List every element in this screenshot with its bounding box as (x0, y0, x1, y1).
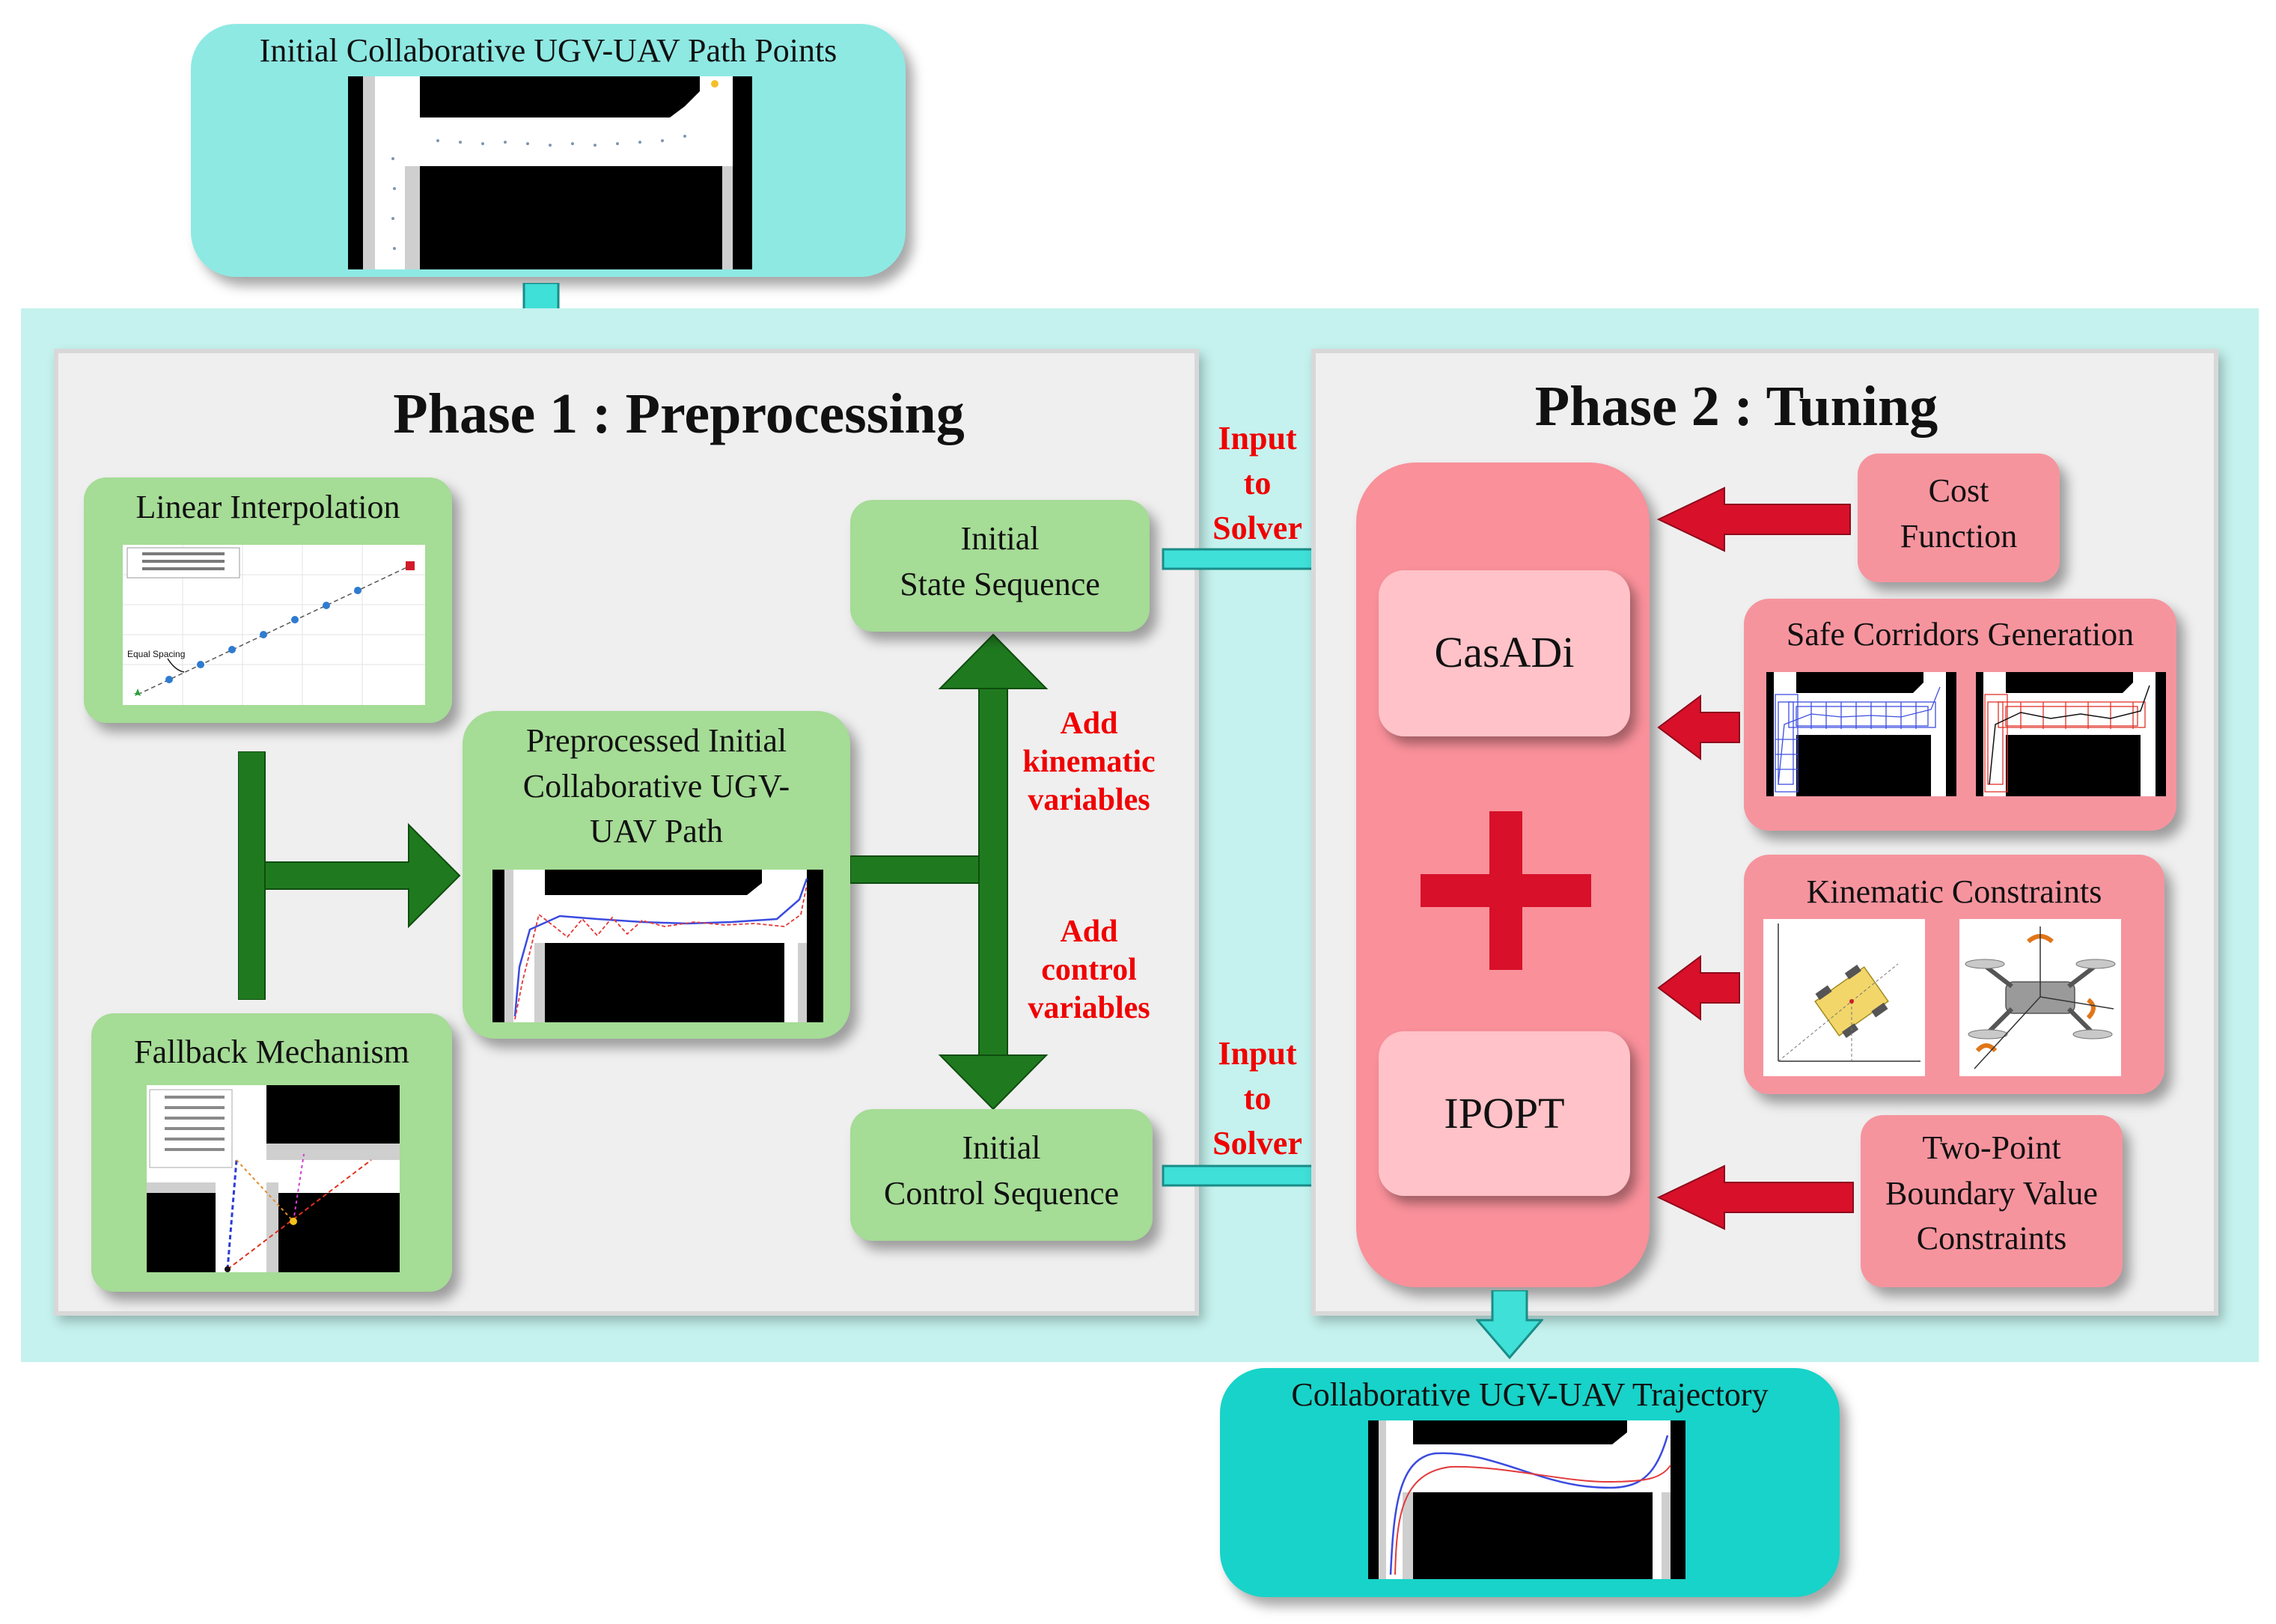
initial-state-sequence-box: Initial State Sequence (850, 500, 1150, 632)
arrow-corridors-to-solver (1657, 695, 1740, 760)
arrow-cost-to-solver (1656, 486, 1851, 552)
trajectory-output-title: Collaborative UGV-UAV Trajectory (1291, 1376, 1769, 1413)
safe-corridors-box: Safe Corridors Generation (1744, 599, 2176, 831)
phase2-title: Phase 2 : Tuning (1534, 375, 1938, 438)
kinematic-constraints-box: Kinematic Constraints (1744, 855, 2164, 1094)
safe-corridors-blue-plot (1766, 672, 1956, 796)
add-kinematic-variables-note: Add kinematic variables (1022, 706, 1156, 818)
linear-interpolation-plot: Equal Spacing (123, 545, 425, 705)
initial-control-sequence-label: Initial Control Sequence (883, 1129, 1120, 1212)
casadi-label: CasADi (1434, 628, 1575, 677)
initial-path-points-title: Initial Collaborative UGV-UAV Path Point… (259, 32, 838, 69)
ipopt-box: IPOPT (1379, 1031, 1630, 1196)
cost-function-label: Cost Function (1900, 472, 2018, 555)
input-to-solver-bottom: Input to Solver (1212, 1035, 1302, 1161)
initial-state-sequence-label: Initial State Sequence (900, 520, 1100, 602)
safe-corridors-red-plot (1976, 672, 2166, 796)
arrow-kinematic-to-solver (1657, 955, 1740, 1021)
trajectory-output-plot (1368, 1420, 1685, 1579)
equal-spacing-label: Equal Spacing (127, 649, 185, 659)
ugv-kinematics-diagram (1763, 919, 1925, 1076)
arrow-solver-to-output (1476, 1290, 1543, 1359)
fallback-mechanism-plot (147, 1085, 400, 1272)
plus-icon (1421, 811, 1591, 970)
ipopt-label: IPOPT (1444, 1089, 1565, 1138)
uav-kinematics-diagram (1959, 919, 2121, 1076)
cost-function-box: Cost Function (1858, 454, 2060, 582)
initial-path-points-box: Initial Collaborative UGV-UAV Path Point… (191, 24, 906, 277)
branch-arrows (850, 633, 1049, 1111)
input-to-solver-top: Input to Solver (1212, 420, 1302, 546)
fallback-mechanism-box: Fallback Mechanism (91, 1013, 452, 1292)
trajectory-output-box: Collaborative UGV-UAV Trajectory (1220, 1368, 1840, 1597)
initial-path-points-map (348, 76, 752, 269)
fallback-mechanism-title: Fallback Mechanism (134, 1034, 409, 1070)
boundary-constraints-label: Two-Point Boundary Value Constraints (1885, 1129, 2098, 1257)
linear-interpolation-title: Linear Interpolation (135, 489, 400, 525)
safe-corridors-title: Safe Corridors Generation (1786, 616, 2135, 653)
casadi-box: CasADi (1379, 570, 1630, 736)
initial-control-sequence-box: Initial Control Sequence (850, 1109, 1153, 1241)
preprocessed-path-title: Preprocessed Initial Collaborative UGV- … (522, 722, 790, 850)
boundary-constraints-box: Two-Point Boundary Value Constraints (1861, 1115, 2123, 1287)
linear-interpolation-box: Linear Interpolation Equal Spacing (84, 477, 452, 723)
merge-arrow (238, 751, 461, 1000)
preprocessed-path-plot (492, 870, 823, 1022)
add-control-variables-note: Add control variables (1028, 915, 1150, 1026)
arrow-boundary-to-solver (1656, 1164, 1854, 1230)
phase1-title: Phase 1 : Preprocessing (393, 382, 965, 445)
kinematic-constraints-title: Kinematic Constraints (1806, 873, 2102, 910)
preprocessed-path-box: Preprocessed Initial Collaborative UGV- … (463, 711, 850, 1039)
